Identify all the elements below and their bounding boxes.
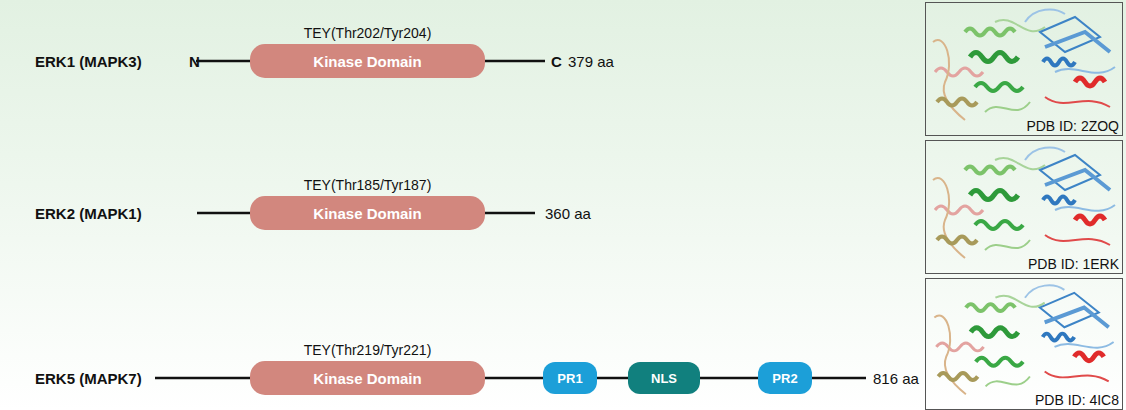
pdb-id: PDB ID: 4IC8 <box>1035 392 1119 408</box>
structure-panel: PDB ID: 2ZOQ <box>925 2 1123 136</box>
structure-panel: PDB ID: 4IC8 <box>925 278 1123 410</box>
kinase-domain: TEY(Thr185/Tyr187)Kinase Domain <box>250 196 485 230</box>
pdb-id: PDB ID: 1ERK <box>1028 256 1119 272</box>
length-label: 379 aa <box>568 53 614 70</box>
domain-name: PR2 <box>772 371 797 386</box>
structure-panel: PDB ID: 1ERK <box>925 140 1123 274</box>
length-label: 816 aa <box>873 370 919 387</box>
backbone-segment <box>485 377 543 380</box>
phospho-motif: TEY(Thr202/Tyr204) <box>220 25 515 41</box>
domain-name: PR1 <box>557 371 582 386</box>
domain-name: NLS <box>651 371 677 386</box>
length-label: 360 aa <box>545 205 591 222</box>
domain-name: Kinase Domain <box>313 205 421 222</box>
proline-rich-region: PR2 <box>758 362 812 394</box>
phospho-motif: TEY(Thr185/Tyr187) <box>220 177 515 193</box>
proline-rich-region: PR1 <box>543 362 597 394</box>
backbone-segment <box>700 377 758 380</box>
nls-domain: NLS <box>628 362 700 394</box>
domain-name: Kinase Domain <box>313 53 421 70</box>
kinase-domain: TEY(Thr202/Tyr204)Kinase Domain <box>250 44 485 78</box>
kinase-domain: TEY(Thr219/Tyr221)Kinase Domain <box>250 361 485 395</box>
terminus-label: C <box>551 53 562 70</box>
pdb-id: PDB ID: 2ZOQ <box>1026 118 1119 134</box>
terminus-label: N <box>189 53 200 70</box>
protein-name: ERK5 (MAPK7) <box>35 370 142 387</box>
phospho-motif: TEY(Thr219/Tyr221) <box>220 342 515 358</box>
backbone-segment <box>597 377 628 380</box>
domain-name: Kinase Domain <box>313 370 421 387</box>
protein-name: ERK2 (MAPK1) <box>35 205 142 222</box>
protein-name: ERK1 (MAPK3) <box>35 53 142 70</box>
